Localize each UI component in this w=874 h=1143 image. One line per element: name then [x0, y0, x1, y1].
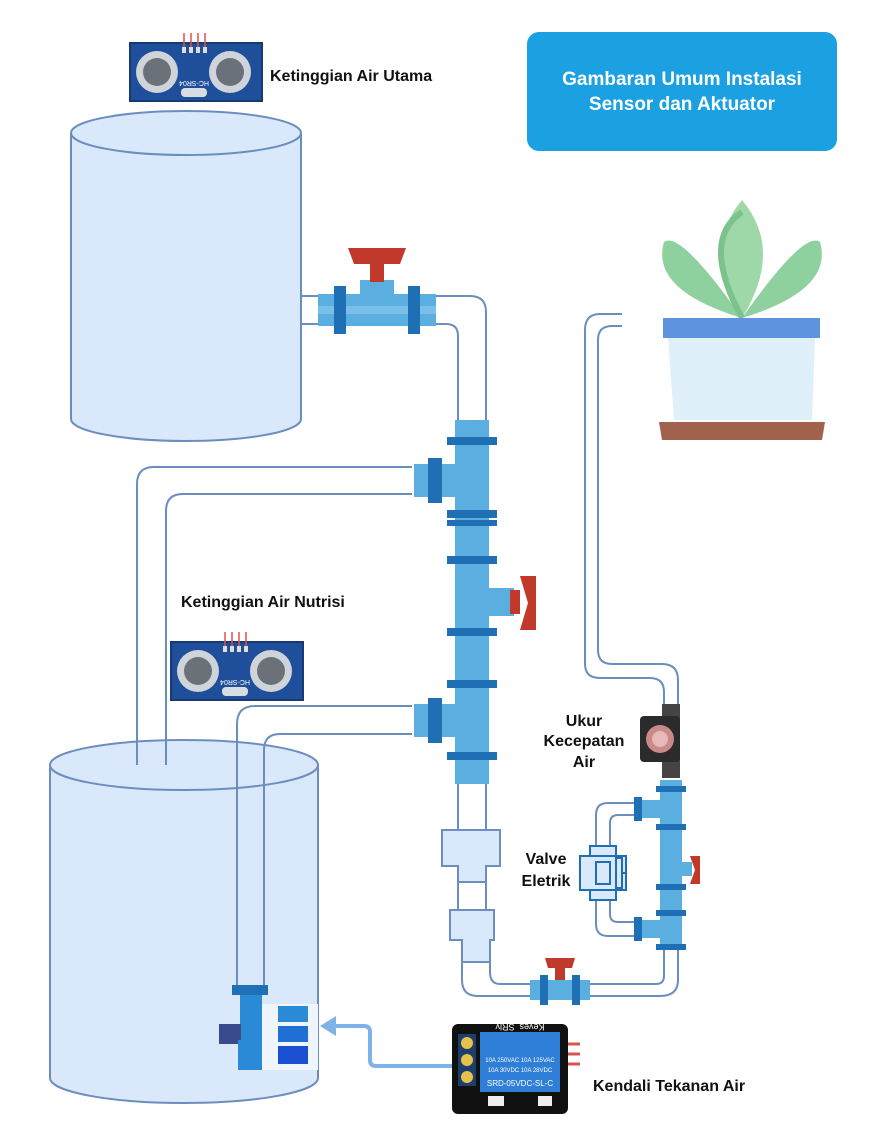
relay-spec-2: 10A 30VDC 10A 28VDC [488, 1068, 553, 1074]
main-level-sensor: HC-SR04 [129, 32, 263, 102]
main-tank [70, 110, 302, 442]
sensor-marking: HC-SR04 [179, 79, 209, 86]
label-valve-1: Valve [526, 851, 567, 868]
water-pump [219, 985, 318, 1070]
pipe-network [136, 295, 679, 997]
title-line-1: Gambaran Umum Instalasi [562, 68, 802, 90]
plant-pot [659, 200, 825, 440]
main-outlet-ball-valve [318, 248, 436, 334]
label-flow-1: Ukur [566, 713, 602, 730]
relay-spec-1: 10A 250VAC 10A 125VAC [485, 1058, 555, 1064]
label-pressure: Kendali Tekanan Air [593, 1078, 745, 1095]
vertical-fitting-stack [414, 420, 536, 784]
title-line-2: Sensor dan Aktuator [588, 93, 776, 115]
right-fitting-stack [634, 780, 700, 950]
nutrient-level-sensor: HC-SR04 [170, 631, 304, 701]
pipe-reducers [441, 829, 501, 963]
label-main-level: Ketinggian Air Utama [270, 68, 432, 85]
relay-model: SRD-05VDC-SL-C [487, 1079, 553, 1088]
label-valve-2: Eletrik [522, 873, 571, 890]
flow-sensor [640, 704, 680, 778]
relay-module: Keyes_SRly 10A 250VAC 10A 125VAC 10A 30V… [452, 1022, 580, 1114]
sensor-marking: HC-SR04 [220, 678, 250, 685]
label-flow-2: Kecepatan [544, 733, 625, 750]
label-flow-3: Air [573, 754, 595, 771]
electric-valve [579, 845, 627, 901]
bottom-ball-valve [530, 958, 590, 1005]
arrow-head-icon [320, 1016, 336, 1036]
diagram-title: Gambaran Umum Instalasi Sensor dan Aktua… [527, 32, 837, 151]
relay-brand: Keyes_SRly [495, 1022, 545, 1032]
label-nutrient-level: Ketinggian Air Nutrisi [181, 594, 345, 611]
relay-to-pump-arrow [330, 1024, 452, 1068]
middle-valve-handle [510, 576, 536, 630]
